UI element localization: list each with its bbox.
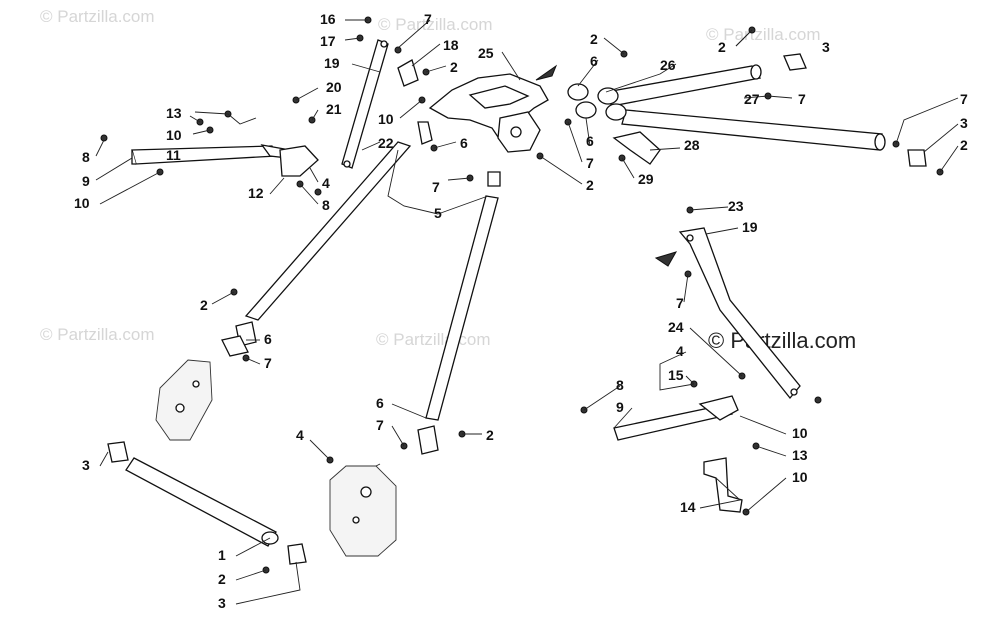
callout-29: 29	[638, 171, 654, 187]
callout-3-far-right: 3	[960, 115, 968, 131]
callout-7-mid: 7	[586, 155, 594, 171]
upper-left-cross-member	[131, 144, 319, 177]
front-tube-right	[417, 171, 501, 455]
watermark: © Partzilla.com	[378, 15, 493, 34]
watermark: © Partzilla.com	[40, 325, 155, 344]
callout-2-right: 2	[718, 39, 726, 55]
callout-23: 23	[728, 198, 744, 214]
watermark: © Partzilla.com	[376, 330, 491, 349]
callout-28: 28	[684, 137, 700, 153]
callout-2-center: 2	[586, 177, 594, 193]
callout-9-lower: 9	[616, 399, 624, 415]
watermark: © Partzilla.com	[40, 7, 155, 26]
lower-left-mount	[155, 359, 213, 441]
callout-2-bottom: 2	[218, 571, 226, 587]
callout-10-lower-a: 10	[792, 425, 808, 441]
upright-brace-top	[341, 39, 419, 169]
watermark: © Partzilla.com	[706, 25, 821, 44]
callout-3: 3	[822, 39, 830, 55]
upper-right-tubes	[567, 53, 927, 167]
callout-8: 8	[82, 149, 90, 165]
top-bracket-assembly	[428, 64, 558, 153]
callout-2: 2	[450, 59, 458, 75]
bottom-tube	[107, 441, 307, 565]
callout-5: 5	[434, 205, 442, 221]
callout-2-left: 2	[200, 297, 208, 313]
callout-7-left: 7	[264, 355, 272, 371]
callout-10-bottom: 10	[74, 195, 90, 211]
callout-3-lower-left: 3	[82, 457, 90, 473]
callout-8-right: 8	[322, 197, 330, 213]
callout-13: 13	[166, 105, 182, 121]
rear-upright-brace	[654, 227, 801, 400]
callout-20: 20	[326, 79, 342, 95]
watermarks: © Partzilla.com © Partzilla.com © Partzi…	[40, 7, 856, 353]
callout-18: 18	[443, 37, 459, 53]
callout-22: 22	[378, 135, 394, 151]
callout-10-lower-b: 10	[792, 469, 808, 485]
callout-4-right: 4	[676, 343, 684, 359]
callout-19-right: 19	[742, 219, 758, 235]
callout-6: 6	[460, 135, 468, 151]
callout-13-lower: 13	[792, 447, 808, 463]
callout-2-top: 2	[590, 31, 598, 47]
callout-2-lower: 2	[486, 427, 494, 443]
callout-8-lower: 8	[616, 377, 624, 393]
callout-7: 7	[424, 11, 432, 27]
callout-16: 16	[320, 11, 336, 27]
callout-2-far-right: 2	[960, 137, 968, 153]
callout-21: 21	[326, 101, 342, 117]
callout-10-left: 10	[166, 127, 182, 143]
callout-10: 10	[378, 111, 394, 127]
callout-7-center: 7	[432, 179, 440, 195]
callout-17: 17	[320, 33, 336, 49]
callout-15: 15	[668, 367, 684, 383]
callout-27: 27	[744, 91, 760, 107]
callout-19: 19	[324, 55, 340, 71]
callout-7-lower: 7	[376, 417, 384, 433]
rear-cross-member	[613, 395, 743, 513]
callout-12: 12	[248, 185, 264, 201]
callout-24: 24	[668, 319, 684, 335]
callout-6-upper: 6	[590, 53, 598, 69]
callout-labels: 16 17 7 18 19 2 25 20 21 10 22 13 10 11 …	[74, 11, 968, 611]
callout-4-lower: 4	[296, 427, 304, 443]
lower-center-mount	[329, 465, 397, 557]
callout-4: 4	[322, 175, 330, 191]
callout-1: 1	[218, 547, 226, 563]
callout-3-bottom: 3	[218, 595, 226, 611]
callout-14: 14	[680, 499, 696, 515]
front-tube-left	[221, 121, 433, 357]
callout-7-lower-right: 7	[676, 295, 684, 311]
callout-11: 11	[166, 147, 181, 163]
callout-26: 26	[660, 57, 676, 73]
leader-lines	[95, 19, 959, 605]
callout-25: 25	[478, 45, 494, 61]
callout-6-left: 6	[264, 331, 272, 347]
callout-7-right: 7	[798, 91, 806, 107]
callout-7-far-right: 7	[960, 91, 968, 107]
callout-6-mid: 6	[586, 133, 594, 149]
callout-6-lower: 6	[376, 395, 384, 411]
watermark-main: © Partzilla.com	[708, 328, 856, 353]
callout-9: 9	[82, 173, 90, 189]
